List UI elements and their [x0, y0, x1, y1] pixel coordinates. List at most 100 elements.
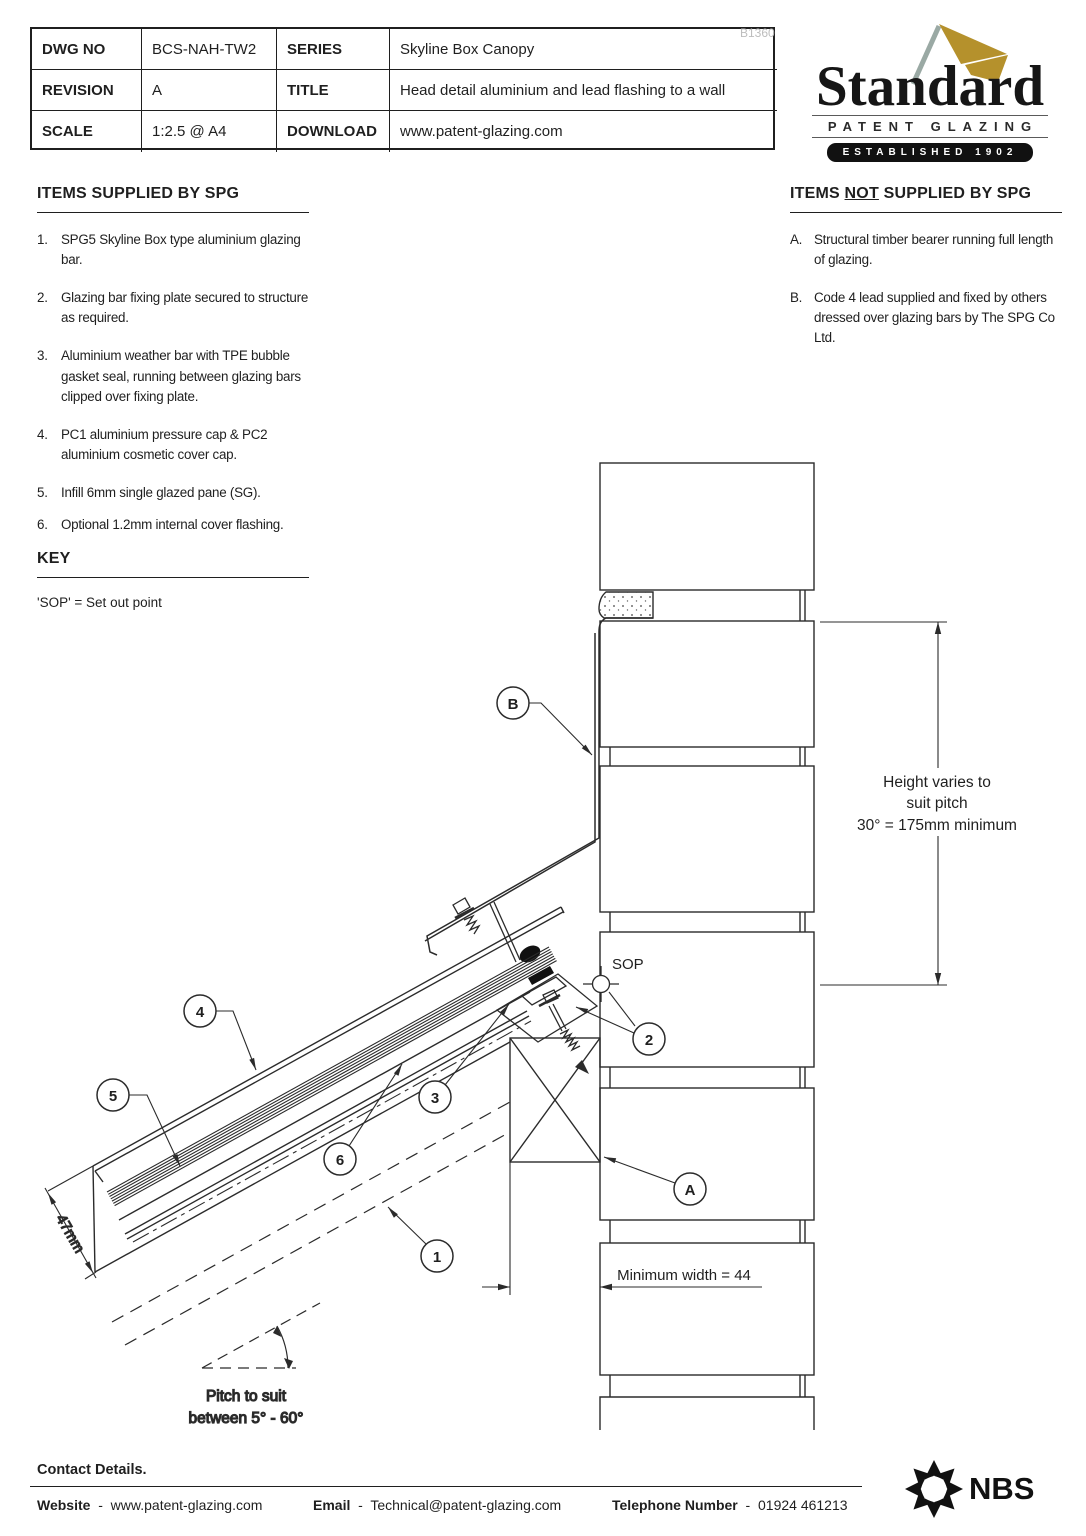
item-text: SPG5 Skyline Box type aluminium glazing …	[61, 232, 301, 268]
brick-wall	[598, 462, 815, 1430]
items-supplied-section: ITEMS SUPPLIED BY SPG 1. SPG5 Skyline Box…	[37, 185, 309, 544]
items-not-supplied-section: ITEMS NOT SUPPLIED BY SPG A. Structural t…	[790, 185, 1062, 358]
heading-part: SUPPLIED BY SPG	[878, 185, 1032, 202]
separator: -	[358, 1497, 363, 1513]
heading-part-underlined: NOT	[844, 185, 879, 202]
email-label: Email	[313, 1497, 351, 1513]
pitch-indicator: Pitch to suit between 5° - 60°	[188, 1302, 321, 1428]
svg-text:6: 6	[336, 1152, 344, 1169]
list-item: 6. Optional 1.2mm internal cover flashing…	[37, 515, 309, 535]
separator: -	[98, 1497, 103, 1513]
contact-heading: Contact Details.	[37, 1462, 147, 1478]
min-width-dimension: Minimum width = 44	[482, 1267, 762, 1291]
download-label: DOWNLOAD	[277, 111, 390, 152]
item-number: 6.	[37, 517, 48, 533]
item-text: PC1 aluminium pressure cap & PC2 alumini…	[61, 426, 268, 462]
pressure-cap	[92, 906, 565, 1273]
glazing-assembly	[92, 906, 565, 1346]
heading-rule	[37, 577, 309, 578]
download-value: www.patent-glazing.com	[400, 123, 563, 140]
callout-A: A	[673, 1172, 707, 1206]
revision-value: A	[142, 70, 277, 111]
item-number: 5.	[37, 484, 48, 500]
website-label: Website	[37, 1497, 91, 1513]
callout-B: B	[496, 686, 530, 720]
item-text: Infill 6mm single glazed pane (SG).	[61, 484, 261, 500]
fixing-screw	[538, 989, 589, 1074]
list-item: 3. Aluminium weather bar with TPE bubble …	[37, 346, 309, 406]
svg-text:A: A	[685, 1182, 696, 1199]
dwg-no-value: BCS-NAH-TW2	[142, 29, 277, 70]
item-number: A.	[790, 232, 803, 247]
callout-5: 5	[96, 1078, 130, 1112]
callout-leaders	[129, 702, 676, 1245]
list-item: A. Structural timber bearer running full …	[790, 230, 1062, 270]
list-item: 5. Infill 6mm single glazed pane (SG).	[37, 483, 309, 503]
list-item: 1. SPG5 Skyline Box type aluminium glazin…	[37, 230, 309, 270]
height-note-line3: 30° = 175mm minimum	[857, 817, 1017, 834]
sop-marker: SOP	[583, 956, 644, 1002]
key-heading: KEY	[37, 550, 71, 567]
svg-text:5: 5	[109, 1088, 117, 1105]
contact-rule	[30, 1486, 862, 1487]
svg-text:3: 3	[431, 1090, 439, 1107]
sop-label: SOP	[612, 956, 644, 973]
separator: -	[745, 1497, 751, 1513]
fixing-plate	[520, 976, 568, 1006]
glazing-bar-body	[94, 991, 532, 1273]
contact-website: Website - www.patent-glazing.com	[37, 1497, 262, 1513]
item-number: 1.	[37, 232, 48, 247]
lead-flashing	[424, 617, 653, 956]
item-number: 3.	[37, 348, 48, 364]
svg-text:4: 4	[196, 1004, 205, 1021]
list-item: 4.PC1 aluminium pressure cap & PC2 alumi…	[37, 425, 309, 465]
callout-2: 2	[632, 1022, 666, 1056]
callout-4: 4	[183, 994, 217, 1028]
callout-1: 1	[420, 1239, 454, 1273]
item-text: Aluminium weather bar with TPE bubble ga…	[61, 348, 301, 404]
revision-label: REVISION	[32, 70, 142, 111]
logo-established-banner: ESTABLISHED 1902	[826, 143, 1034, 162]
items-supplied-heading: ITEMS SUPPLIED BY SPG	[37, 185, 240, 202]
svg-text:2: 2	[645, 1032, 653, 1049]
svg-text:1: 1	[433, 1249, 441, 1266]
website-value: www.patent-glazing.com	[110, 1497, 263, 1513]
title-label: TITLE	[277, 70, 390, 111]
logo-rule-bottom	[812, 137, 1048, 138]
nbs-logo: NBS	[903, 1458, 1034, 1520]
phone-label: Telephone Number	[612, 1497, 738, 1513]
item-text: Glazing bar fixing plate secured to stru…	[61, 290, 309, 326]
hidden-lines	[111, 1101, 511, 1346]
glass-pane-hatch	[106, 946, 557, 1207]
contact-phone: Telephone Number - 01924 461213	[612, 1497, 848, 1513]
callout-3: 3	[418, 1080, 452, 1114]
pitch-label-line1: Pitch to suit	[206, 1388, 287, 1405]
min-width-label: Minimum width = 44	[617, 1267, 751, 1284]
item-text: Structural timber bearer running full le…	[814, 232, 1054, 268]
scale-value: 1:2.5 @ A4	[142, 111, 277, 152]
weather-bar-assembly	[489, 901, 599, 1043]
logo-flag-icon	[910, 24, 1008, 86]
logo-subtitle: PATENT GLAZING	[827, 119, 1039, 134]
logo-name: Standard	[815, 55, 1045, 118]
key-section: KEY 'SOP' = Set out point	[37, 550, 309, 610]
item-text: Code 4 lead supplied and fixed by others…	[814, 290, 1055, 346]
height-note-line1: Height varies to	[883, 774, 991, 791]
heading-rule	[790, 212, 1062, 213]
sheet-ref-number: B1360	[740, 26, 775, 40]
scale-label: SCALE	[32, 111, 142, 152]
lead-fixing-bolt	[452, 897, 481, 935]
item-text: Optional 1.2mm internal cover flashing.	[61, 517, 284, 533]
title-value: Head detail aluminium and lead flashing …	[390, 70, 777, 111]
bar-depth-label: 47mm	[52, 1211, 88, 1256]
items-not-supplied-heading: ITEMS NOT SUPPLIED BY SPG	[790, 185, 1062, 203]
heading-rule	[37, 212, 309, 213]
weather-bar-profile	[495, 973, 599, 1043]
callout-6: 6	[323, 1142, 357, 1176]
dwg-no-label: DWG NO	[32, 29, 142, 70]
heading-part: ITEMS	[790, 185, 845, 202]
item-number: 2.	[37, 290, 48, 306]
series-label: SERIES	[277, 29, 390, 70]
